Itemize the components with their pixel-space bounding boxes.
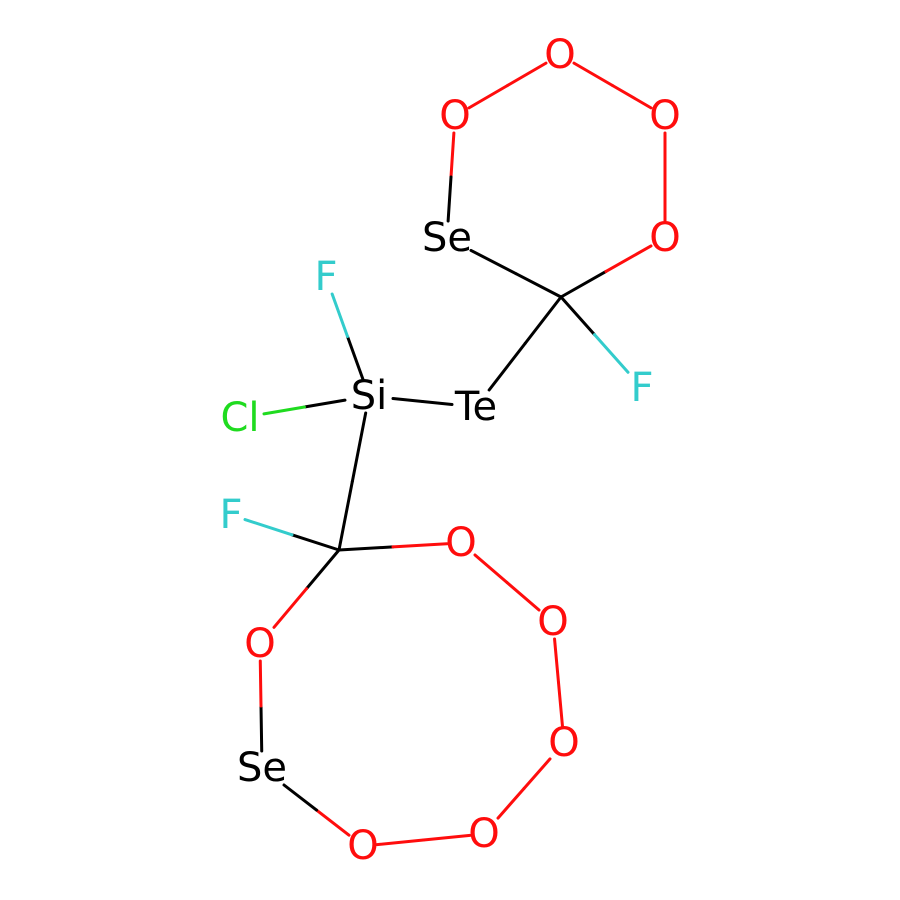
atom-f-bot: F bbox=[219, 492, 242, 538]
atom-o-top-2: O bbox=[649, 93, 680, 139]
bond-c-bot-f-bot-half-2 bbox=[243, 518, 294, 537]
bond-se-bot-o-bot-6-half-1 bbox=[259, 704, 264, 753]
bond-si-cl-half-1 bbox=[303, 398, 347, 409]
atom-se-top: Se bbox=[422, 215, 472, 261]
bond-o-top-4-se-top-half-1 bbox=[449, 131, 456, 179]
bond-c-top-f-top-half-1 bbox=[559, 295, 596, 337]
bond-si-cl-half-2 bbox=[262, 405, 306, 416]
bond-o-bot-1-o-bot-2-half-2 bbox=[505, 581, 541, 612]
atom-o-top-4: O bbox=[439, 93, 470, 139]
bond-c-top-se-top-half-1 bbox=[514, 272, 563, 299]
atom-te: Te bbox=[454, 384, 497, 430]
bond-si-te-half-2 bbox=[421, 400, 454, 407]
bond-layer bbox=[243, 61, 667, 847]
atom-cl: Cl bbox=[220, 395, 259, 441]
bond-o-bot-2-o-bot-3-half-1 bbox=[553, 637, 560, 684]
bond-te-c-top-half-1 bbox=[487, 342, 527, 392]
bond-si-f-si-half-2 bbox=[330, 292, 349, 338]
bond-c-bot-o-bot-6-half-2 bbox=[272, 587, 308, 629]
bond-o-top-2-o-top-3-half-2 bbox=[572, 61, 614, 87]
bond-o-bot-4-o-bot-5-half-2 bbox=[375, 838, 425, 847]
bond-c-bot-f-bot-half-1 bbox=[290, 533, 341, 552]
bond-o-top-3-o-top-4-half-2 bbox=[467, 84, 509, 110]
bond-o-bot-3-o-bot-4-half-2 bbox=[496, 787, 526, 820]
bond-si-c-bot-half-2 bbox=[337, 480, 354, 552]
atom-o-bot-2: O bbox=[537, 599, 568, 645]
bond-c-top-f-top-half-2 bbox=[593, 333, 630, 374]
bond-o-bot-1-o-bot-2-half-1 bbox=[473, 553, 509, 584]
bond-o-bot-2-o-bot-3-half-2 bbox=[557, 681, 564, 728]
atom-o-top-1: O bbox=[649, 215, 680, 261]
atom-si: Si bbox=[351, 373, 388, 419]
bond-c-bot-o-bot-6-half-1 bbox=[305, 548, 341, 591]
bond-o-bot-3-o-bot-4-half-1 bbox=[522, 757, 552, 790]
bond-si-c-bot-half-1 bbox=[350, 411, 368, 483]
bond-si-f-si-half-1 bbox=[346, 335, 365, 381]
bond-o-bot-5-se-bot-half-1 bbox=[315, 808, 351, 837]
atom-o-bot-4: O bbox=[468, 811, 499, 857]
bond-c-bot-o-bot-1-half-2 bbox=[391, 542, 449, 549]
atom-se-bot: Se bbox=[237, 745, 287, 791]
atom-o-top-3: O bbox=[544, 32, 575, 78]
bond-te-c-top-half-2 bbox=[523, 295, 563, 345]
bond-o-bot-5-se-bot-half-2 bbox=[282, 783, 319, 812]
bond-o-bot-4-o-bot-5-half-1 bbox=[422, 833, 472, 842]
atom-f-top: F bbox=[630, 365, 653, 411]
atom-o-bot-6: O bbox=[244, 621, 275, 667]
bond-c-bot-o-bot-1-half-1 bbox=[337, 545, 395, 552]
bond-c-top-o-top-1-half-1 bbox=[559, 269, 608, 299]
bond-c-top-se-top-half-2 bbox=[469, 248, 518, 276]
bond-o-top-4-se-top-half-2 bbox=[446, 175, 453, 223]
bond-si-te-half-1 bbox=[391, 396, 424, 403]
bond-o-top-3-o-top-4-half-1 bbox=[506, 61, 548, 87]
atom-o-bot-1: O bbox=[445, 520, 476, 566]
atom-o-bot-3: O bbox=[548, 720, 579, 766]
bond-c-top-o-top-1-half-2 bbox=[604, 244, 653, 273]
atom-o-bot-5: O bbox=[347, 823, 378, 869]
bond-se-bot-o-bot-6-half-2 bbox=[258, 659, 263, 708]
bond-o-top-2-o-top-3-half-1 bbox=[611, 84, 653, 110]
atom-f-si: F bbox=[314, 254, 337, 300]
